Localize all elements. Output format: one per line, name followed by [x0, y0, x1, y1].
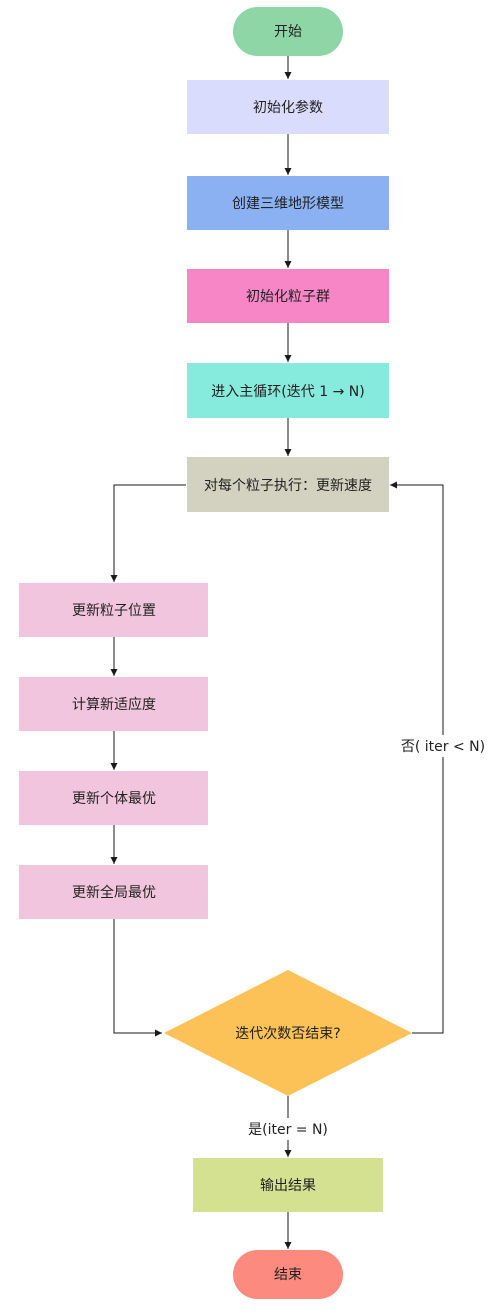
- connectors: [110, 56, 444, 1249]
- node-compute-fitness: 计算新适应度: [19, 677, 208, 731]
- output-label: 输出结果: [260, 1178, 316, 1194]
- main-loop-label: 进入主循环(迭代 1 → N): [211, 384, 364, 400]
- node-output: 输出结果: [193, 1158, 383, 1212]
- init-swarm-box: [187, 269, 389, 323]
- node-update-position: 更新粒子位置: [19, 583, 208, 637]
- node-end: 结束: [233, 1250, 343, 1299]
- node-main-loop: 进入主循环(迭代 1 → N): [187, 363, 389, 418]
- output-box: [193, 1158, 383, 1212]
- update-velocity-label: 对每个粒子执行：更新速度: [204, 478, 372, 494]
- update-gbest-label: 更新全局最优: [72, 884, 156, 901]
- end-terminal-shape: [233, 1250, 343, 1299]
- node-decision: 迭代次数否结束?: [164, 970, 412, 1096]
- compute-fitness-box: [19, 677, 208, 731]
- node-update-velocity: 对每个粒子执行：更新速度: [187, 457, 389, 512]
- update-gbest-box: [19, 865, 208, 919]
- update-velocity-box: [187, 457, 389, 512]
- edge-label-yes-bg: [246, 1118, 330, 1140]
- update-position-label: 更新粒子位置: [72, 603, 156, 619]
- edge-label-yes: 是(iter = N): [248, 1122, 328, 1138]
- build-model-box: [187, 176, 389, 230]
- build-model-label: 创建三维地形模型: [232, 196, 344, 212]
- edge-update-gbest-to-decision: [113, 919, 162, 1037]
- node-build-model: 创建三维地形模型: [187, 176, 389, 230]
- node-init-params: 初始化参数: [187, 80, 389, 134]
- decision-label: 迭代次数否结束?: [235, 1026, 340, 1042]
- edge-update-velocity-to-update-position: [110, 484, 186, 582]
- end-label: 结束: [274, 1267, 302, 1283]
- update-pbest-box: [19, 771, 208, 825]
- update-position-box: [19, 583, 208, 637]
- edge-decision-no-loop-back: [390, 481, 444, 1034]
- main-loop-box: [187, 363, 389, 418]
- start-label: 开始: [274, 24, 302, 40]
- compute-fitness-label: 计算新适应度: [72, 696, 156, 713]
- update-pbest-label: 更新个体最优: [72, 791, 156, 807]
- node-start: 开始: [233, 7, 343, 56]
- decision-diamond: [164, 970, 412, 1096]
- start-terminal-shape: [233, 7, 343, 56]
- init-params-label: 初始化参数: [253, 99, 323, 116]
- node-init-swarm: 初始化粒子群: [187, 269, 389, 323]
- edge-label-no: 否( iter < N): [401, 739, 485, 755]
- init-swarm-label: 初始化粒子群: [246, 288, 330, 305]
- edge-label-no-bg: [397, 735, 489, 757]
- node-update-pbest: 更新个体最优: [19, 771, 208, 825]
- node-update-gbest: 更新全局最优: [19, 865, 208, 919]
- init-params-box: [187, 80, 389, 134]
